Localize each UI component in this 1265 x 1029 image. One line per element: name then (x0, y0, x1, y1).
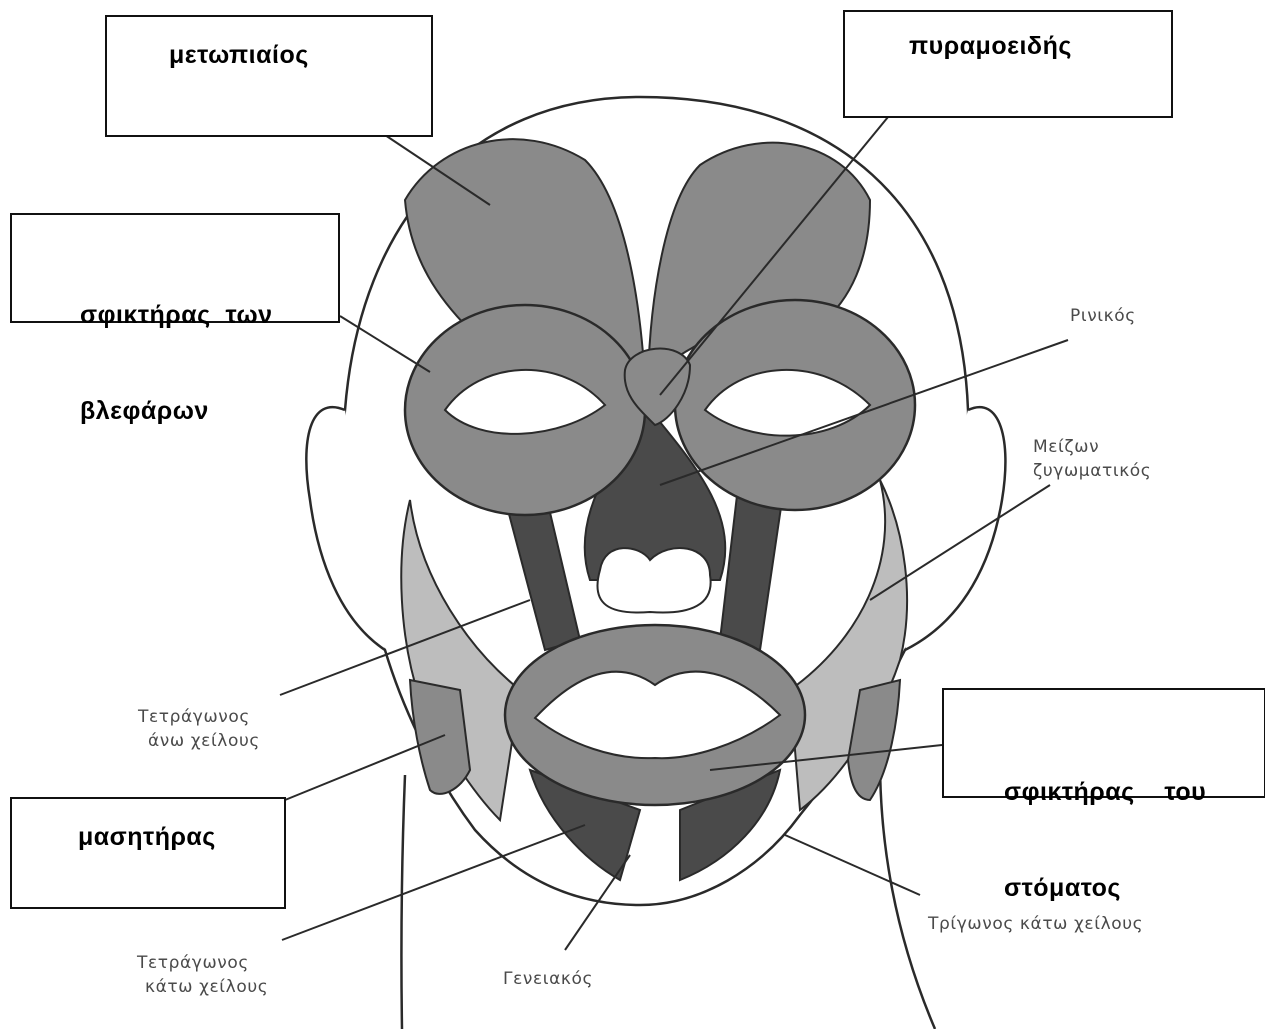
orbicularis-oculi-label-line2: βλεφάρων (80, 395, 338, 427)
orbicularis-oculi-label-box: σφικτήρας των βλεφάρων (10, 213, 340, 323)
procerus-label: πυραμοειδής (909, 30, 1171, 62)
nasalis-label: Ρινικός (1070, 305, 1136, 329)
leader-masseter (285, 735, 445, 800)
orbicularis-oris-label-line1: σφικτήρας του (1004, 776, 1264, 808)
nose (597, 548, 710, 613)
mentalis-label: Γενειακός (503, 968, 593, 992)
frontalis-label-box: μετωπιαίος (105, 15, 433, 137)
orbicularis-oculi-label-line1: σφικτήρας των (80, 299, 338, 331)
quadratus-lower-lip-label: Τετράγωνος κάτω χείλους (137, 952, 268, 1000)
masseter-label: μασητήρας (78, 821, 284, 853)
leader-triangular (785, 835, 920, 895)
procerus-label-box: πυραμοειδής (843, 10, 1173, 118)
quadratus-upper-lip-label: Τετράγωνος άνω χείλους (138, 706, 260, 754)
frontalis-label: μετωπιαίος (169, 39, 431, 71)
masseter-label-box: μασητήρας (10, 797, 286, 909)
orbicularis-oris-label-line2: στόματος (1004, 872, 1264, 904)
orbicularis-oris-label-box: σφικτήρας του στόματος (942, 688, 1265, 798)
triangular-lower-lip-label: Τρίγωνος κάτω χείλους (928, 913, 1143, 937)
zygomaticus-label: Μείζων ζυγωματικός (1033, 436, 1151, 484)
